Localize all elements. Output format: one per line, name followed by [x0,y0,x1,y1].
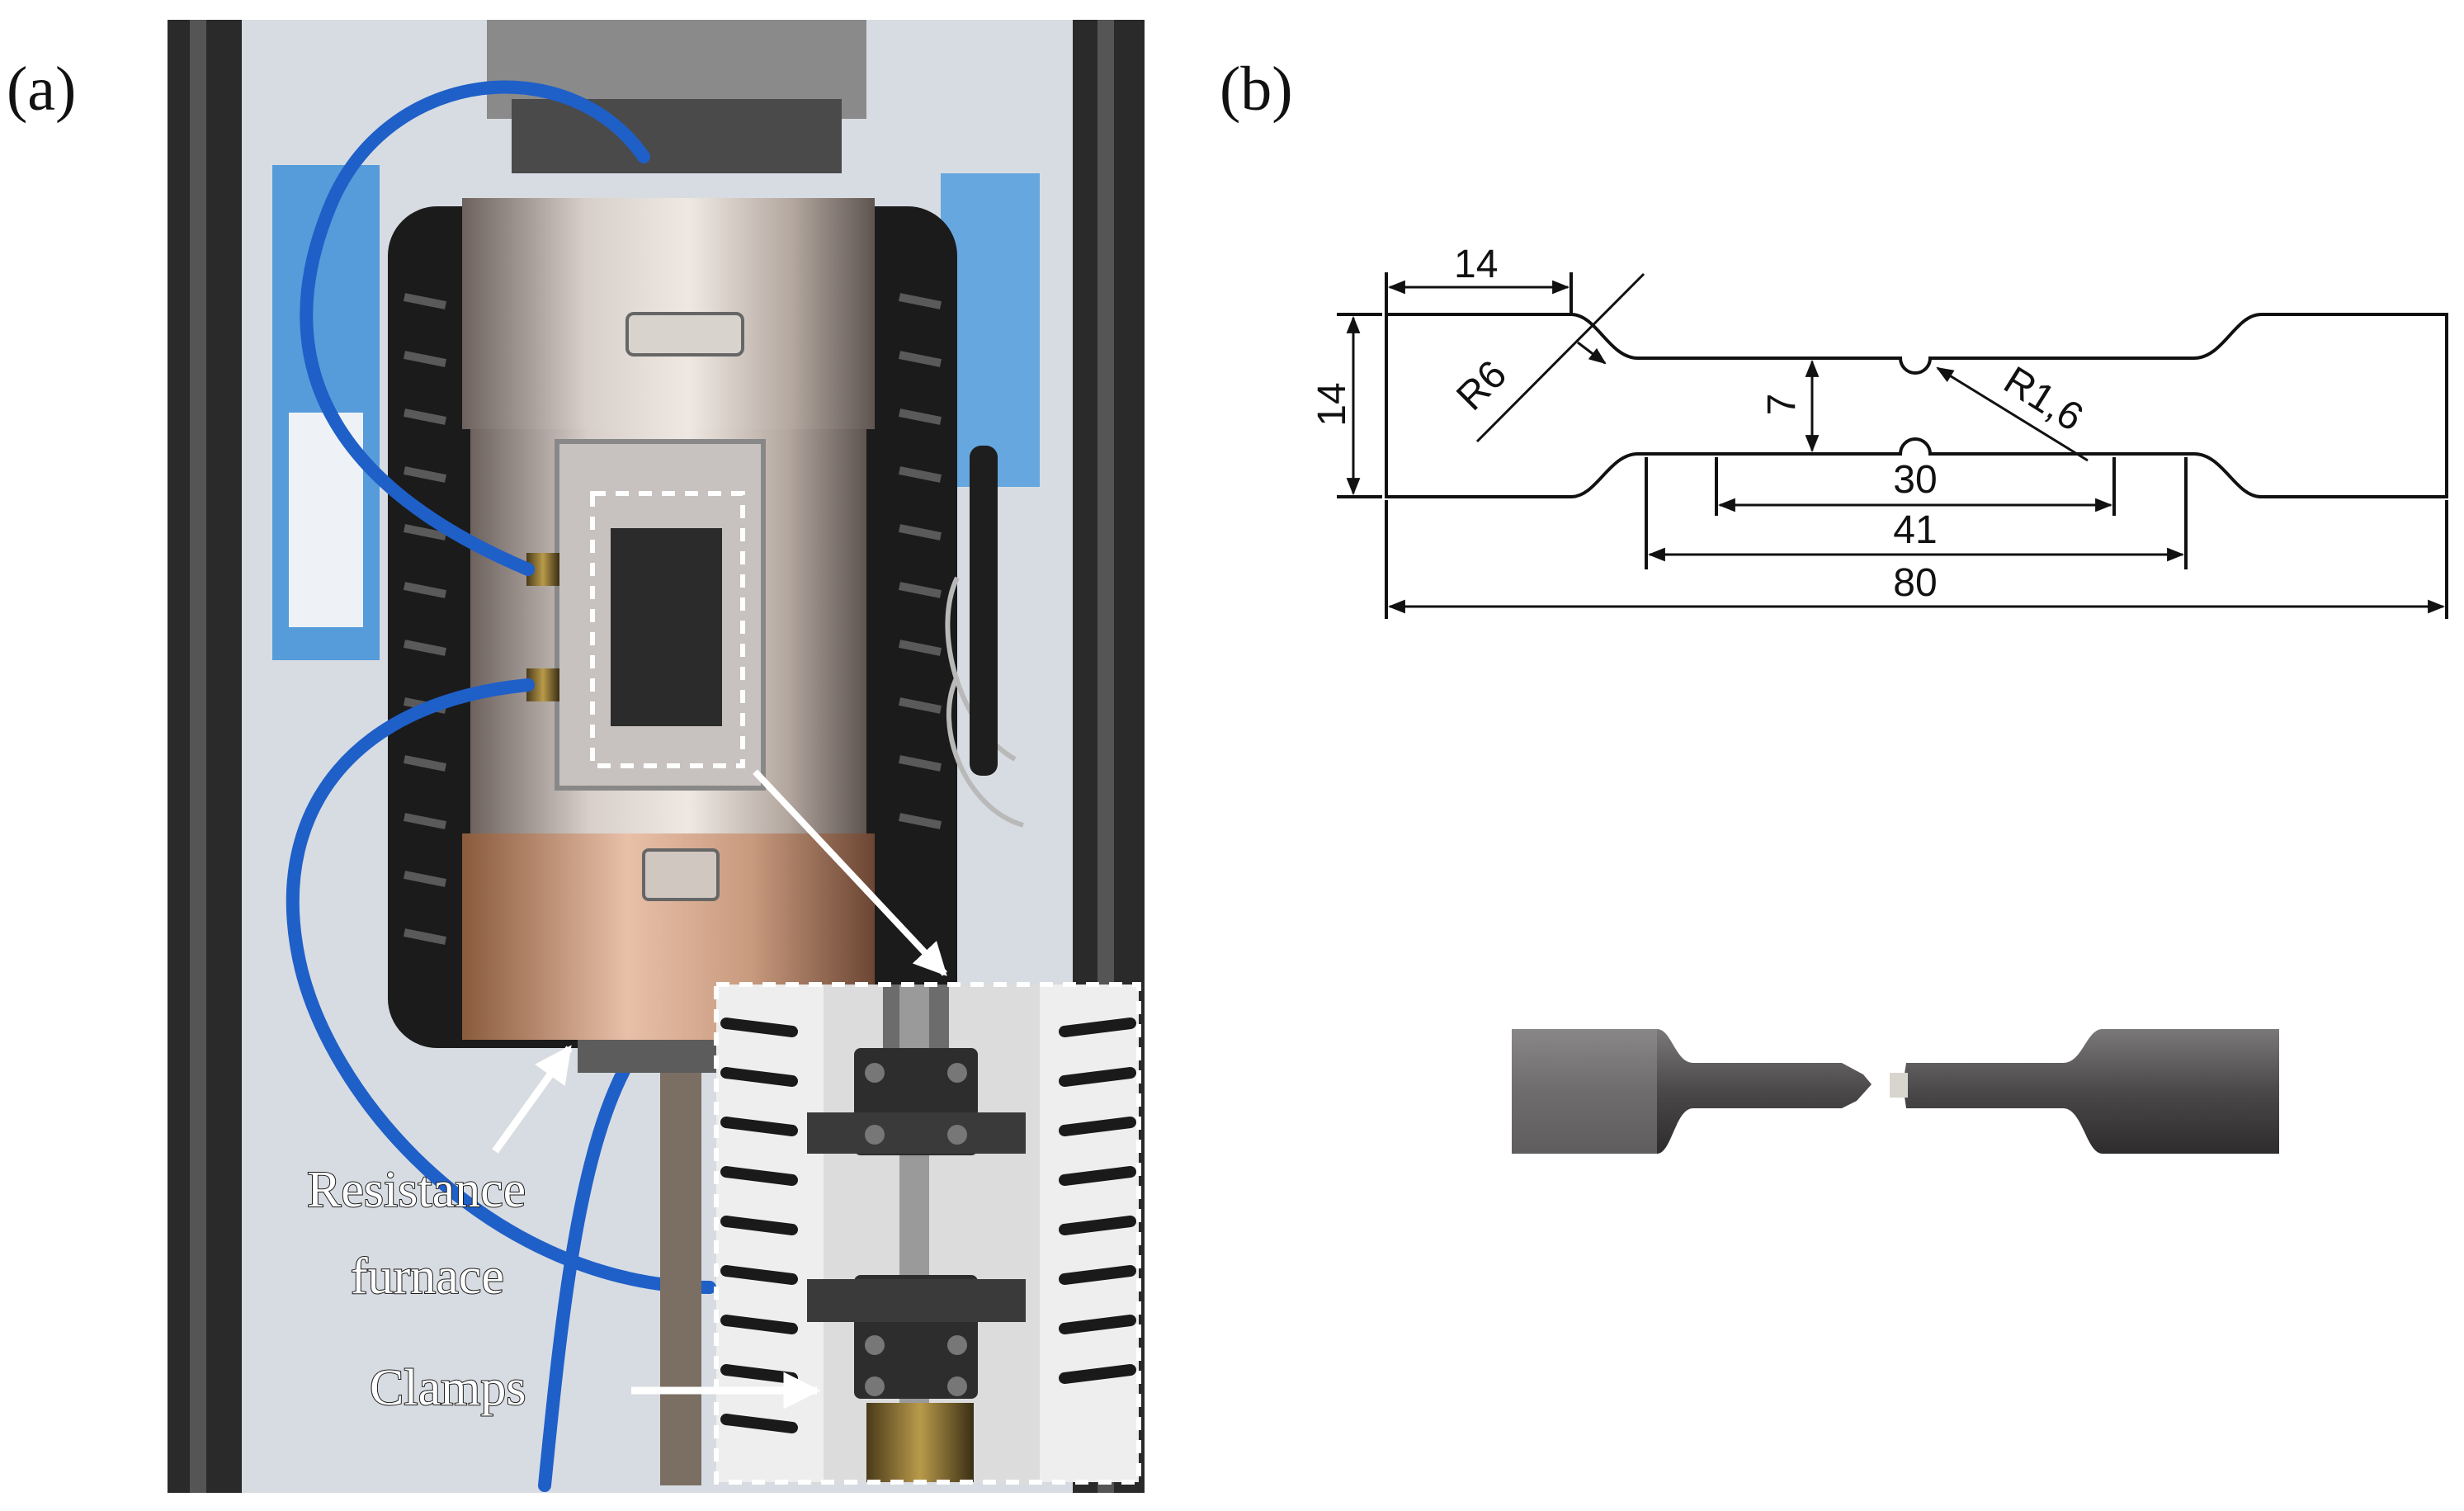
annotation-clamps: Clamps [370,1360,526,1416]
dim-notch-radius: R1,6 [1996,358,2090,440]
fracture-surface [1890,1073,1908,1098]
specimen-half-right [1903,1029,2279,1154]
dim-total-length: 80 [1893,561,1937,605]
annotation-furnace-line2: furnace [351,1249,504,1305]
radius-leader-notch [1936,366,2089,462]
clamp-inset-photo [716,985,1139,1482]
dim-inner-length: 30 [1893,458,1937,502]
dim-grip-length: 14 [1454,243,1498,286]
dim-shoulder-radius: R6 [1448,352,1515,419]
dim-gauge-length: 41 [1893,508,1937,552]
furnace-arrow [492,1045,573,1154]
dim-gauge-width: 7 [1760,394,1804,416]
dim-grip-width: 14 [1310,382,1354,426]
inset-dashed-frame [714,982,1141,1485]
panel-label-a: (a) [7,54,77,124]
radius-arrow-r6 [1577,341,1607,365]
fractured-specimen-photo [1512,1029,2279,1154]
panel-label-b: (b) [1220,54,1293,124]
specimen-drawing [1337,272,2448,619]
zoom-arrow [753,769,947,976]
annotation-furnace-line1: Resistance [307,1162,526,1218]
specimen-outline [1385,313,2448,498]
specimen-half-left [1512,1029,1872,1154]
radius-leader-r6 [1475,272,1645,443]
